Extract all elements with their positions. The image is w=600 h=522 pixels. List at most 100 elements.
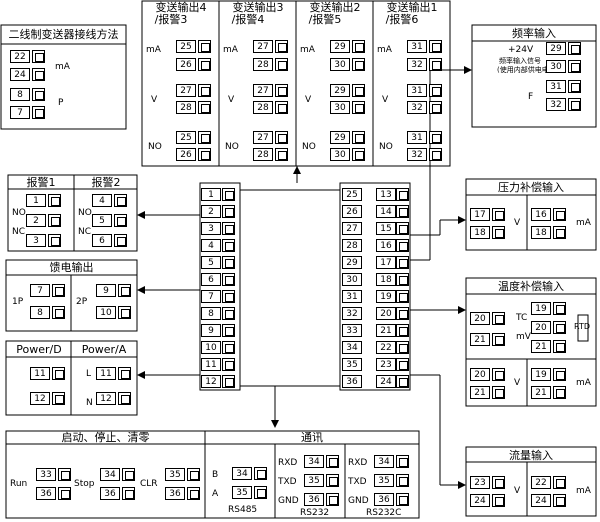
terminal: 27	[253, 84, 273, 97]
screw-icon	[396, 188, 409, 201]
terminal: 30	[546, 60, 566, 73]
output4-subtitle: /报警3	[154, 13, 188, 26]
screw-icon	[492, 333, 505, 346]
terminal: 22	[376, 341, 396, 354]
terminal: 35	[232, 486, 252, 499]
terminal: 8	[30, 306, 50, 319]
terminal: 32	[407, 148, 427, 161]
screw-icon	[275, 101, 288, 114]
terminal: 31	[407, 131, 427, 144]
screw-icon	[492, 476, 505, 489]
terminal: 30	[342, 273, 362, 286]
terminal: 31	[546, 80, 566, 93]
terminal: 21	[531, 340, 551, 353]
terminal: 17	[376, 256, 396, 269]
terminal: 22	[10, 50, 30, 63]
terminal: 28	[253, 58, 273, 71]
screw-icon	[222, 358, 235, 371]
rxd-label: RXD	[348, 458, 368, 468]
screw-icon	[352, 131, 365, 144]
gnd-label: GND	[278, 496, 299, 506]
terminal: 29	[330, 84, 350, 97]
screw-icon	[187, 468, 200, 481]
terminal: 3	[26, 234, 46, 247]
screw-icon	[32, 68, 45, 81]
v-label: V	[228, 95, 235, 105]
screw-icon	[396, 474, 409, 487]
txd-label: TXD	[278, 477, 297, 487]
screw-icon	[52, 367, 65, 380]
terminal: 19	[376, 290, 396, 303]
freq-note: (使用内部供电电源)	[497, 66, 559, 74]
screw-icon	[396, 324, 409, 337]
screw-icon	[396, 273, 409, 286]
screw-icon	[553, 476, 566, 489]
p-label: P	[58, 98, 64, 108]
ma-label: mA	[300, 45, 315, 55]
terminal: 24	[470, 494, 490, 507]
terminal: 10	[201, 341, 221, 354]
screw-icon	[118, 284, 131, 297]
terminal: 22	[531, 476, 551, 489]
terminal: 27	[176, 84, 196, 97]
screw-icon	[48, 194, 61, 207]
screw-icon	[429, 84, 442, 97]
screw-icon	[553, 494, 566, 507]
terminal: 5	[92, 214, 112, 227]
power-label: +24V	[508, 45, 534, 55]
terminal: 2	[26, 214, 46, 227]
pressure-title: 压力补偿输入	[498, 181, 564, 194]
terminal: 35	[374, 474, 394, 487]
screw-icon	[222, 188, 235, 201]
stop-label: Stop	[74, 479, 95, 489]
terminal: 30	[330, 58, 350, 71]
terminal: 29	[330, 131, 350, 144]
terminal: 14	[376, 205, 396, 218]
power-a-title: Power/A	[81, 343, 127, 356]
v-label: V	[305, 95, 312, 105]
no-label: NO	[148, 142, 162, 152]
screw-icon	[352, 58, 365, 71]
screw-icon	[352, 148, 365, 161]
v-label: V	[514, 486, 521, 496]
no-label: NO	[302, 142, 316, 152]
screw-icon	[429, 40, 442, 53]
screw-icon	[553, 340, 566, 353]
terminal: 6	[92, 234, 112, 247]
terminal: 28	[342, 239, 362, 252]
screw-icon	[48, 234, 61, 247]
terminal: 31	[407, 84, 427, 97]
screw-icon	[222, 205, 235, 218]
screw-icon	[275, 148, 288, 161]
terminal: 24	[376, 375, 396, 388]
terminal: 34	[100, 468, 120, 481]
terminal: 27	[342, 222, 362, 235]
screw-icon	[396, 290, 409, 303]
screw-icon	[352, 40, 365, 53]
terminal: 4	[201, 239, 221, 252]
terminal: 3	[201, 222, 221, 235]
screw-icon	[492, 494, 505, 507]
terminal: 35	[342, 358, 362, 371]
no-label: NO	[78, 208, 92, 218]
terminal: 20	[470, 312, 490, 325]
terminal: 6	[201, 273, 221, 286]
screw-icon	[118, 367, 131, 380]
terminal: 1	[26, 194, 46, 207]
terminal: 7	[10, 106, 30, 119]
terminal: 20	[470, 368, 490, 381]
a-label: A	[212, 489, 219, 499]
screw-icon	[492, 226, 505, 239]
tc-label: TC	[516, 313, 528, 323]
mv-label: mV	[516, 332, 531, 342]
screw-icon	[492, 312, 505, 325]
terminal: 34	[374, 455, 394, 468]
terminal: 1	[201, 188, 221, 201]
screw-icon	[326, 455, 339, 468]
comm-title: 通讯	[301, 431, 323, 444]
no-label: NO	[225, 142, 239, 152]
terminal: 36	[165, 487, 185, 500]
screw-icon	[198, 40, 211, 53]
terminal: 5	[201, 256, 221, 269]
terminal: 26	[342, 205, 362, 218]
